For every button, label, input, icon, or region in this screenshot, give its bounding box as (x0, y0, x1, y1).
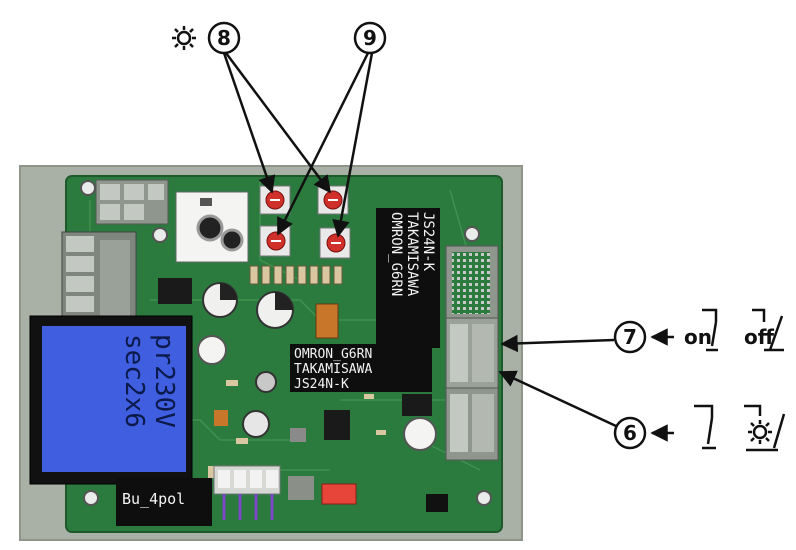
switch-open-icon (752, 308, 784, 352)
callout-8-label: 8 (217, 26, 231, 50)
bottom-connector: Bu_4pol (116, 465, 448, 526)
relay-vertical-line3: JS24N-K (420, 212, 436, 272)
relay-vertical-line2: TAKAMISAWA (404, 212, 420, 297)
transformer-line2: sec2x6 (119, 334, 149, 428)
orange-component (315, 303, 339, 339)
terminal-block-right-bottom (445, 387, 499, 461)
terminal-block-top (95, 179, 169, 225)
jumper (426, 494, 448, 512)
transformer-line1: pr230V (149, 334, 179, 428)
mounting-holes (80, 180, 492, 506)
terminal-block-right-top (445, 245, 499, 321)
trimmer-day-top (259, 185, 291, 215)
callout-8: 8 (207, 21, 241, 55)
resistor-row (249, 265, 343, 285)
capacitors (197, 282, 437, 451)
callout-9: 9 (353, 21, 387, 55)
arrow-6-to-terminal (498, 370, 617, 428)
sun-icon (172, 26, 196, 50)
trimmer-night-bottom (319, 227, 351, 259)
switch-day-symbol (744, 404, 786, 452)
sun-icon (748, 420, 772, 444)
moon-icon (404, 24, 418, 52)
relay-vertical: OMRON_G6RN TAKAMISAWA JS24N-K (376, 208, 440, 348)
potentiometer-block (175, 191, 249, 263)
transformer: pr230V sec2x6 (29, 315, 193, 485)
relay-horizontal-line3: JS24N-K (294, 377, 349, 392)
switch-on-symbol: on (684, 308, 718, 352)
callout-7-label: 7 (623, 325, 637, 349)
callout-6: 6 (613, 416, 647, 450)
connector-label: Bu_4pol (122, 490, 185, 508)
relay-horizontal-line1: OMRON_G6RN (294, 347, 372, 362)
red-plug (321, 483, 357, 505)
arrow-9-to-night-bottom (332, 52, 374, 238)
arrow-7-to-terminal (500, 334, 615, 353)
transformer-label-panel (42, 326, 186, 472)
ic-chip (158, 278, 192, 304)
switch-on-label: on (684, 325, 712, 349)
callout-6-label: 6 (623, 421, 637, 445)
arrow-9-to-day-bottom (276, 52, 370, 236)
arrow-8-to-night-top (224, 52, 332, 194)
switch-closed-icon (702, 308, 718, 352)
arrow-8-to-day-top (222, 52, 276, 194)
callout-7: 7 (613, 320, 647, 354)
callout-9-label: 9 (363, 26, 377, 50)
terminal-block-left (61, 231, 137, 325)
switch-night-symbol (684, 404, 716, 450)
trimmer-day-bottom (259, 225, 291, 257)
ic-chip-small (402, 394, 432, 416)
switch-off-symbol: off (744, 308, 784, 352)
relay-horizontal: OMRON_G6RN TAKAMISAWA JS24N-K (290, 344, 432, 392)
terminal-block-right-mid (445, 317, 499, 389)
switch-off-label: off (744, 325, 775, 349)
relay-horizontal-line2: TAKAMISAWA (294, 362, 372, 377)
moon-icon (684, 418, 698, 446)
relay-vertical-line1: OMRON_G6RN (388, 212, 404, 296)
orange-smd (214, 410, 228, 426)
ic-chip-mid (324, 410, 350, 440)
